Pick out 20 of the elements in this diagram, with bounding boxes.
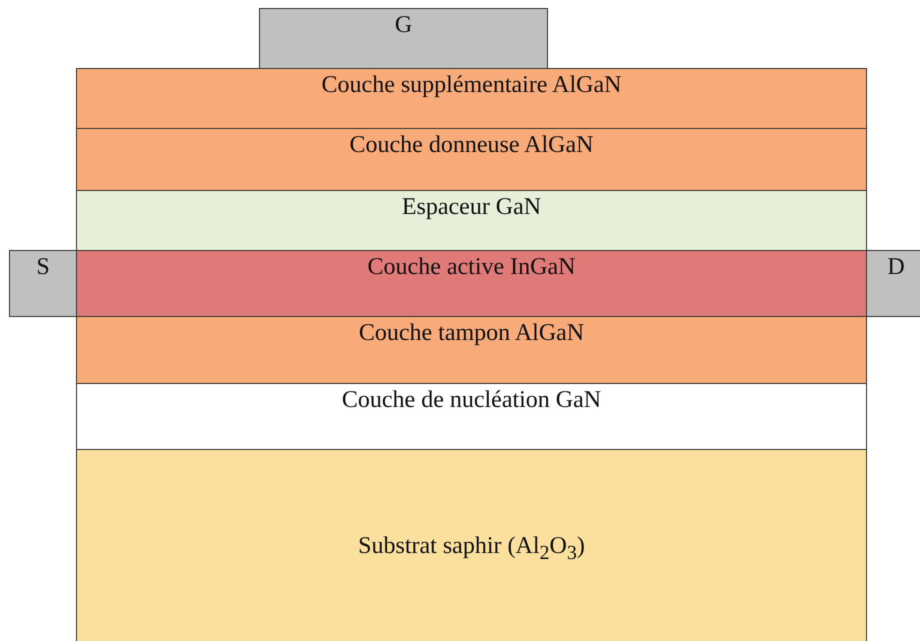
layer-label: Couche de nucléation GaN xyxy=(342,386,602,414)
layer-band xyxy=(76,68,867,129)
layer-band xyxy=(76,128,867,191)
layer-label: Espaceur GaN xyxy=(402,193,542,221)
source-contact xyxy=(9,250,77,317)
contact-label: D xyxy=(887,253,905,281)
layer-label: Couche active InGaN xyxy=(368,253,576,281)
layer-label: Couche supplémentaire AlGaN xyxy=(322,71,622,99)
layer-band xyxy=(76,190,867,251)
layer-band xyxy=(76,316,867,384)
layer-band xyxy=(76,250,867,317)
contact-label: S xyxy=(36,253,50,281)
layer-label: Substrat saphir (Al$_{2}$O$_{3}$) xyxy=(358,532,585,566)
layer-band xyxy=(76,383,867,450)
substrate-band xyxy=(76,449,867,641)
layer-label: Couche tampon AlGaN xyxy=(358,319,584,347)
contact-label: G xyxy=(394,11,412,39)
layer-label: Couche donneuse AlGaN xyxy=(350,131,594,159)
drain-contact xyxy=(866,250,920,317)
gate-contact xyxy=(259,8,548,69)
